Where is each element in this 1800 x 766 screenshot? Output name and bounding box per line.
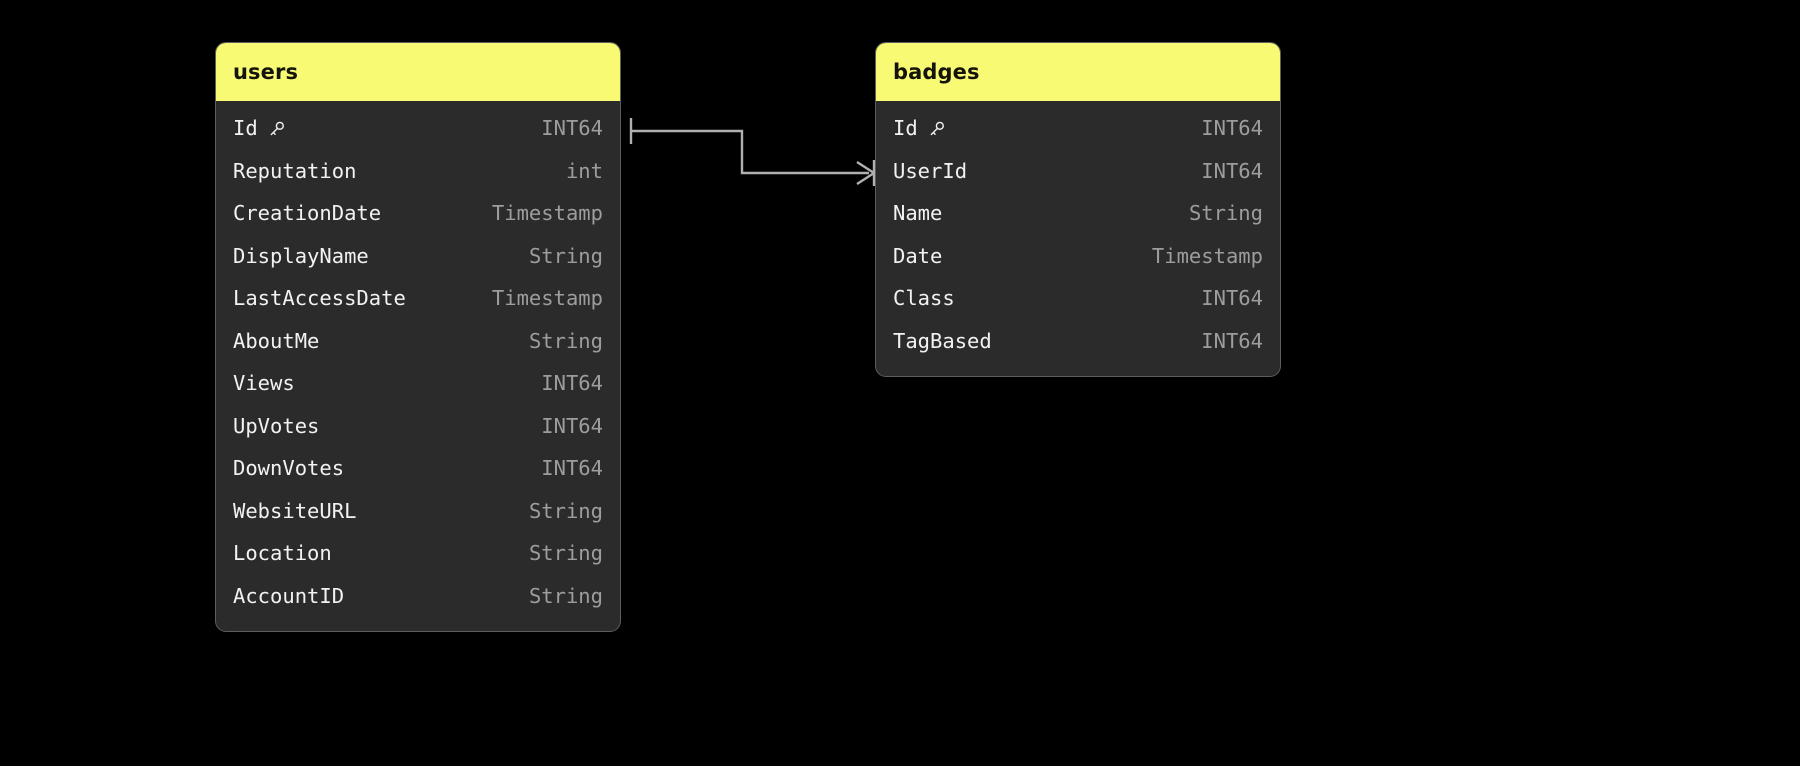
field-type: INT64 [541, 413, 603, 438]
field-name: Id [893, 116, 947, 140]
field-row[interactable]: UserId INT64 [876, 150, 1280, 193]
field-name: Reputation [233, 159, 356, 183]
field-name-label: TagBased [893, 328, 992, 353]
field-row[interactable]: Views INT64 [216, 362, 620, 405]
field-type: INT64 [541, 371, 603, 396]
field-type: String [528, 243, 603, 268]
field-name-label: Location [233, 541, 332, 566]
field-row[interactable]: Date Timestamp [876, 235, 1280, 278]
field-type: String [528, 328, 603, 353]
field-name: CreationDate [233, 201, 381, 225]
field-name-label: Date [893, 243, 943, 268]
field-type: String [528, 541, 603, 566]
field-name-label: Views [233, 371, 295, 396]
field-name: Id [233, 116, 287, 140]
field-name-label: Id [233, 116, 258, 141]
field-row[interactable]: CreationDate Timestamp [216, 192, 620, 235]
field-name-label: DisplayName [233, 243, 369, 268]
entity-title-badges: badges [876, 43, 1280, 101]
field-name-label: UpVotes [233, 413, 320, 438]
field-name: TagBased [893, 329, 992, 353]
field-type: INT64 [1201, 158, 1263, 183]
field-row[interactable]: TagBased INT64 [876, 320, 1280, 363]
field-name: Class [893, 286, 955, 310]
field-name: DisplayName [233, 244, 369, 268]
field-name: Name [893, 201, 942, 225]
field-row[interactable]: Name String [876, 192, 1280, 235]
field-name: AboutMe [233, 329, 319, 353]
field-type: Timestamp [491, 286, 603, 311]
field-type: Timestamp [1151, 243, 1263, 268]
field-type: String [528, 498, 603, 523]
field-row[interactable]: WebsiteURL String [216, 490, 620, 533]
field-row[interactable]: Id INT64 [876, 107, 1280, 150]
field-name: LastAccessDate [233, 286, 406, 310]
field-name: UserId [893, 159, 967, 183]
field-name-label: LastAccessDate [233, 286, 406, 311]
field-type: String [1188, 201, 1263, 226]
field-name: UpVotes [233, 414, 319, 438]
field-type: int [565, 158, 603, 183]
field-type: INT64 [541, 456, 603, 481]
field-name-label: Name [893, 201, 943, 226]
key-icon [927, 119, 947, 139]
field-type: INT64 [1201, 286, 1263, 311]
field-name: Views [233, 371, 295, 395]
field-name-label: Class [893, 286, 955, 311]
field-row[interactable]: Reputation int [216, 150, 620, 193]
field-row[interactable]: Class INT64 [876, 277, 1280, 320]
field-row[interactable]: Location String [216, 532, 620, 575]
field-name-label: WebsiteURL [233, 498, 357, 523]
field-type: String [528, 583, 603, 608]
field-row[interactable]: DisplayName String [216, 235, 620, 278]
field-name: Location [233, 541, 332, 565]
field-row[interactable]: AccountID String [216, 575, 620, 618]
field-name-label: UserId [893, 158, 968, 183]
field-type: INT64 [1201, 116, 1263, 141]
field-name-label: CreationDate [233, 201, 382, 226]
field-name-label: Id [893, 116, 918, 141]
field-name-label: AboutMe [233, 328, 320, 353]
field-name: DownVotes [233, 456, 344, 480]
field-name: Date [893, 244, 942, 268]
field-name-label: Reputation [233, 158, 357, 183]
field-type: Timestamp [491, 201, 603, 226]
field-type: INT64 [1201, 328, 1263, 353]
field-name: WebsiteURL [233, 499, 356, 523]
key-icon [267, 119, 287, 139]
field-name-label: AccountID [233, 583, 345, 608]
field-name: AccountID [233, 584, 344, 608]
field-row[interactable]: Id INT64 [216, 107, 620, 150]
connector-path [631, 129, 869, 175]
field-type: INT64 [541, 116, 603, 141]
field-name-label: DownVotes [233, 456, 345, 481]
field-row[interactable]: LastAccessDate Timestamp [216, 277, 620, 320]
cardinality-many-crowsfoot [856, 160, 876, 186]
field-row[interactable]: AboutMe String [216, 320, 620, 363]
entity-title-users: users [216, 43, 620, 101]
field-row[interactable]: DownVotes INT64 [216, 447, 620, 490]
field-row[interactable]: UpVotes INT64 [216, 405, 620, 448]
